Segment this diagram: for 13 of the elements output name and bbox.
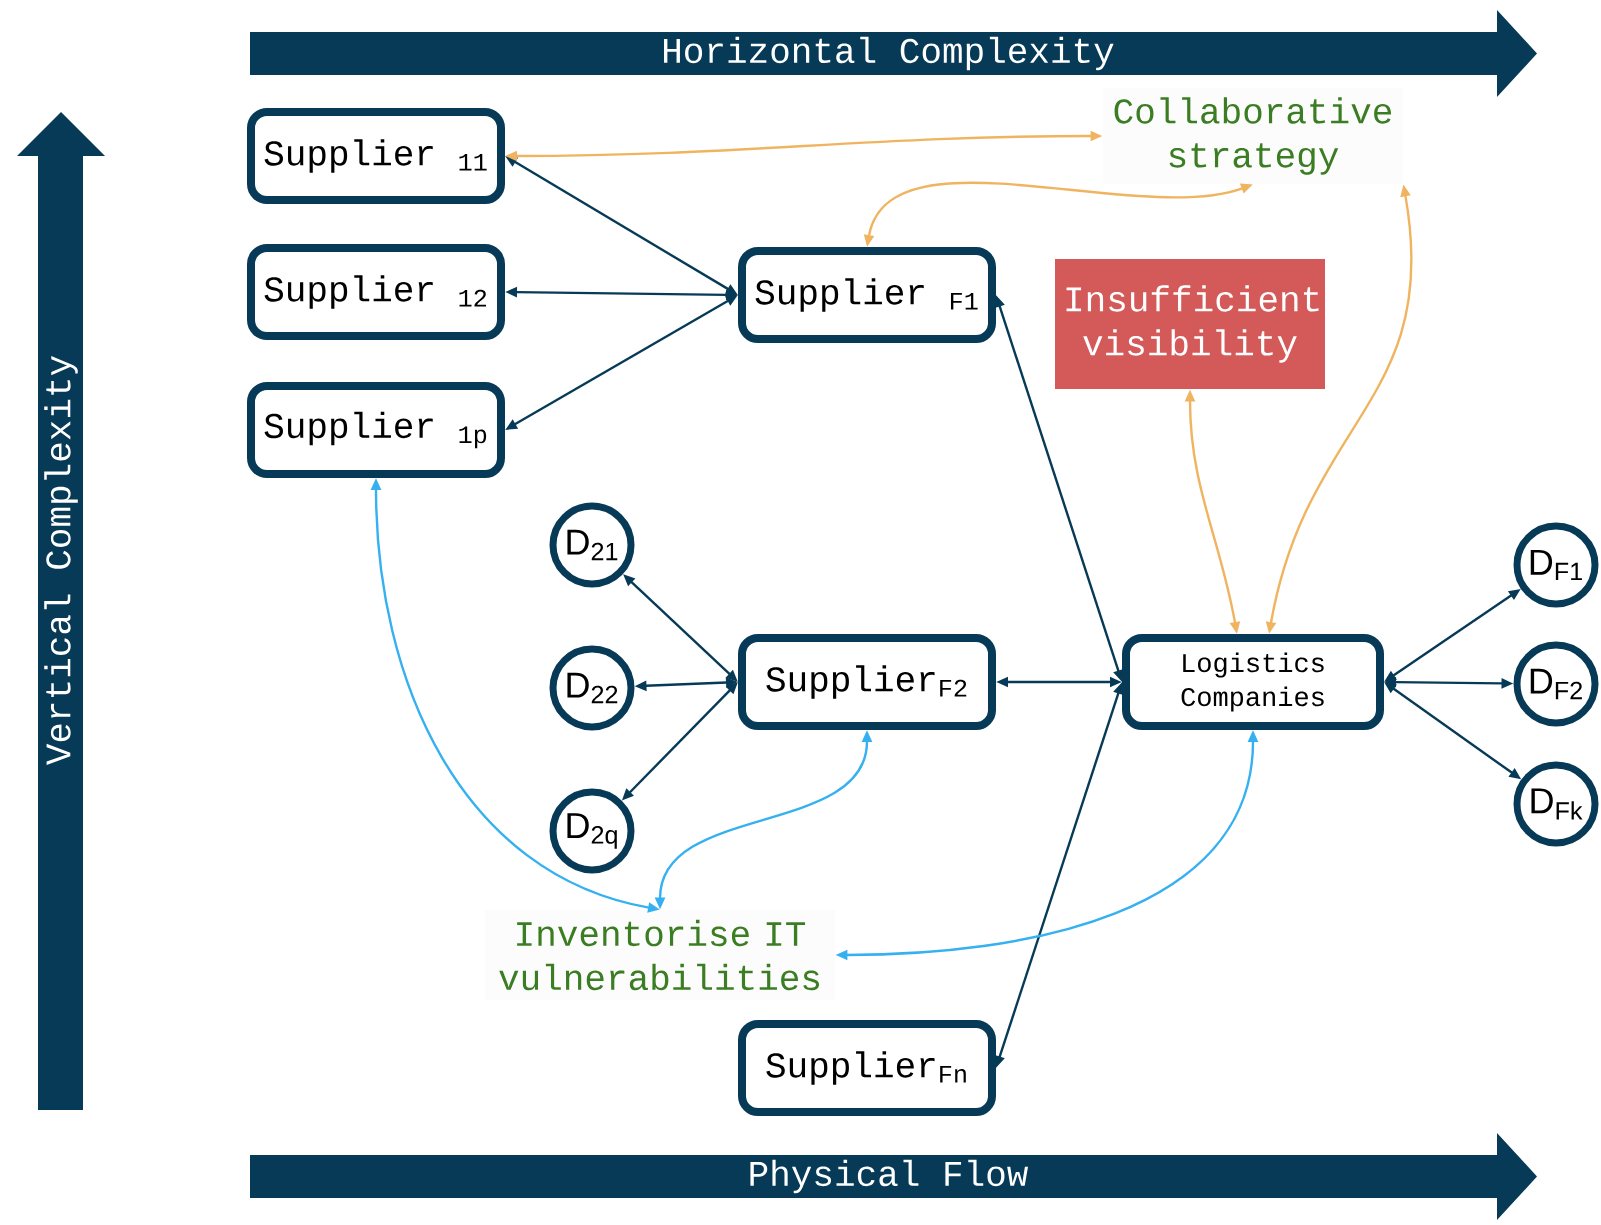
- supplier-box: Supplier $_{12}$: [247, 244, 505, 340]
- supplier-box: Supplier$_{F2}$: [738, 634, 996, 730]
- axis-label: Horizontal Complexity: [664, 36, 1114, 71]
- axis-label: Physical Flow: [750, 1159, 1028, 1194]
- supplier-box: Supplier $_{1p}$: [247, 382, 505, 478]
- logistics-box: Logistics Companies: [1122, 634, 1384, 730]
- supplier-box: Supplier $_{F1}$: [738, 247, 996, 343]
- supplier-box: Supplier$_{Fn}$: [738, 1020, 996, 1116]
- strategy-note: Collaborative strategy: [1103, 88, 1403, 184]
- supplier-box: Supplier $_{11}$: [247, 108, 505, 204]
- axis-label: Vertical Complexity: [44, 356, 78, 766]
- strategy-note: Inventorise IT vulnerabilities: [485, 910, 835, 1000]
- warning-box: Insufficient visibility: [1055, 259, 1325, 389]
